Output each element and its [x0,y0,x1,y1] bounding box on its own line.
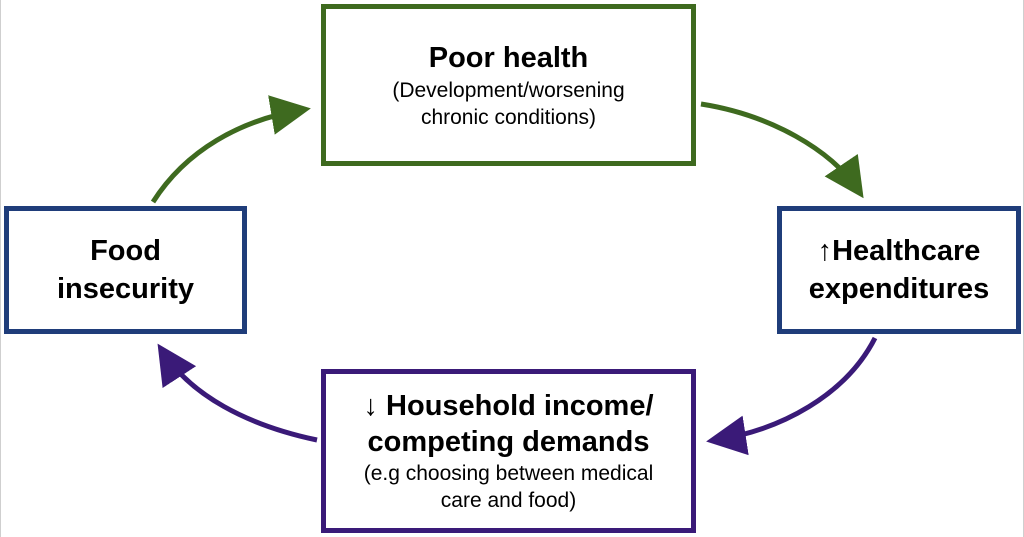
household-subtitle-line1: (e.g choosing between medical [363,462,654,485]
healthcare-line2: expenditures [808,273,990,305]
healthcare-line1: ↑Healthcare [817,235,981,267]
arrow-healthcare-to-household [706,336,878,456]
arrow-health-to-healthcare [700,101,864,199]
node-household-income: ↓ Household income/ competing demands (e… [321,369,696,533]
arrow-household-to-food [157,343,318,443]
food-insecurity-line2: insecurity [57,273,194,305]
household-subtitle-line2: care and food) [440,489,577,512]
household-line2: competing demands [367,426,650,458]
poor-health-subtitle-line1: (Development/worsening [392,79,625,102]
node-food-insecurity: Food insecurity [4,206,247,334]
node-poor-health: Poor health (Development/worsening chron… [321,4,696,166]
poor-health-subtitle-line2: chronic conditions) [420,106,597,129]
node-healthcare-expenditures: ↑Healthcare expenditures [777,206,1021,334]
arrow-food-to-health [150,95,311,204]
poor-health-title: Poor health [428,42,589,74]
food-insecurity-line1: Food [90,235,161,267]
household-line1: ↓ Household income/ [363,390,654,422]
